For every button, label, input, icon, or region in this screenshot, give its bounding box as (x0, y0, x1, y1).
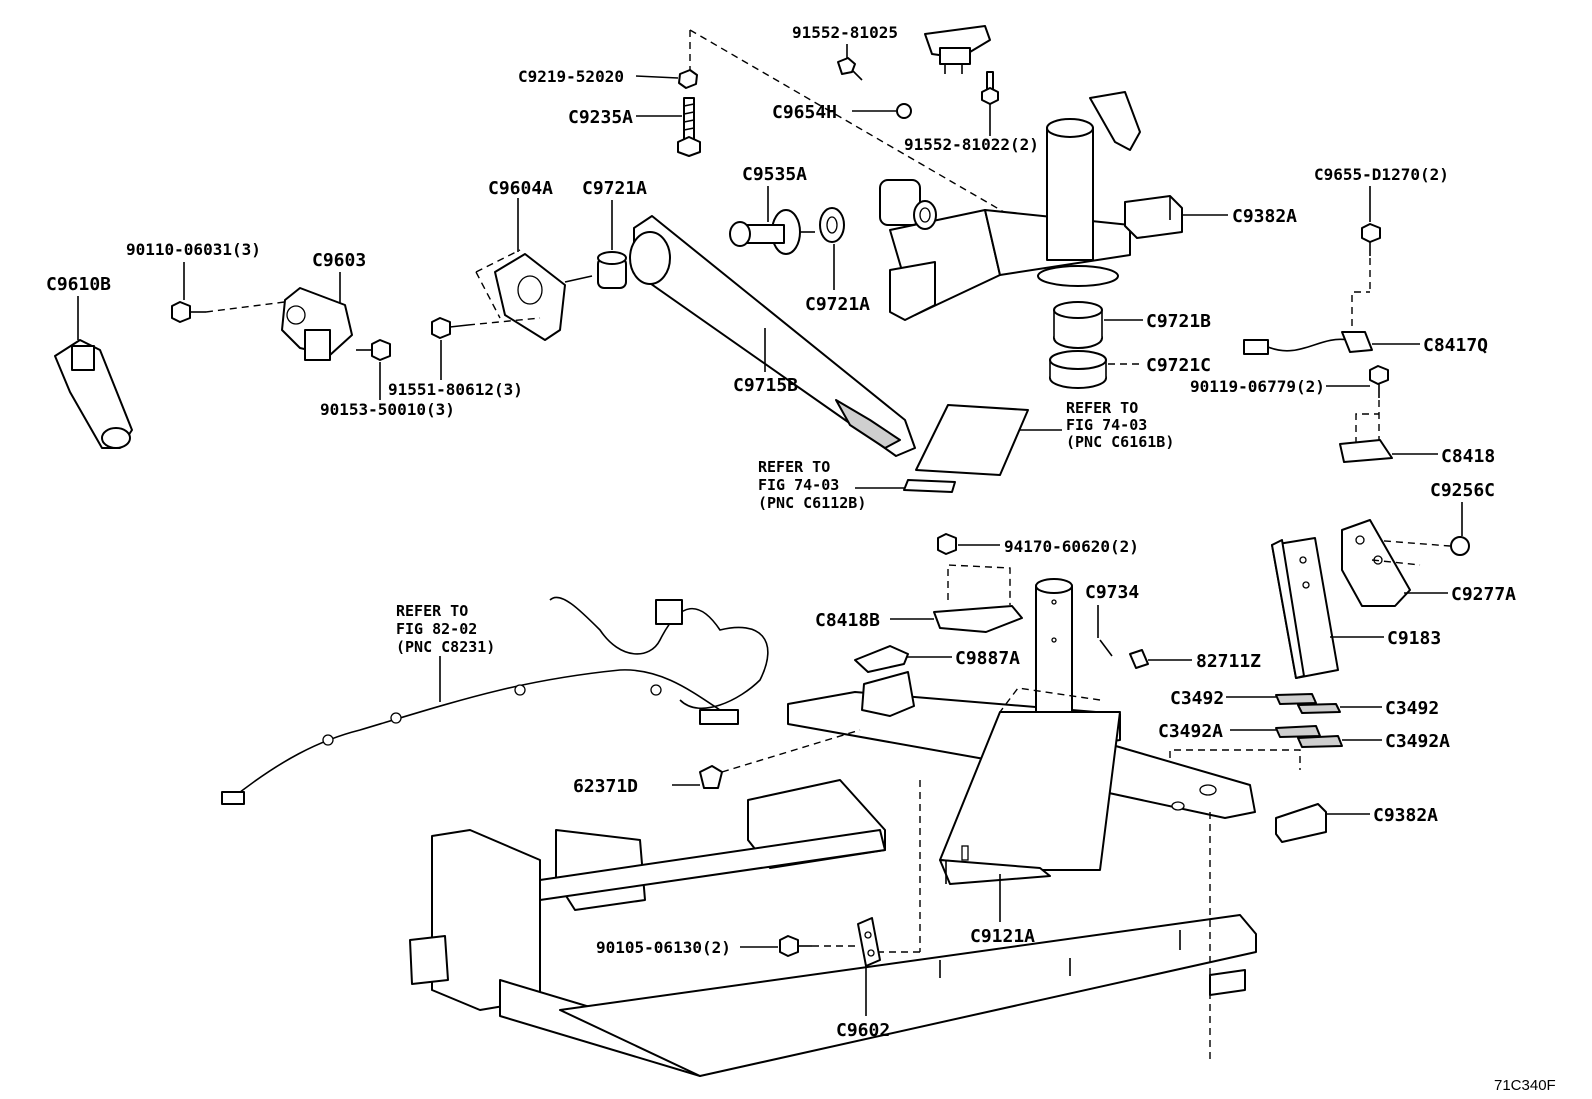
label-62371d[interactable]: 62371D (573, 776, 638, 797)
label-90119-06779[interactable]: 90119-06779(2) (1190, 377, 1325, 396)
label-c9610b[interactable]: C9610B (46, 274, 111, 295)
column-support-bracket[interactable] (879, 179, 1131, 321)
label-c8417q[interactable]: C8417Q (1423, 335, 1488, 356)
pad-c3492a-right[interactable] (1297, 735, 1343, 748)
bracket-c8418b[interactable] (933, 605, 1023, 633)
bracket-top (924, 25, 991, 74)
bracket-c9277a[interactable] (1341, 519, 1411, 607)
label-c3492a-left[interactable]: C3492A (1158, 721, 1223, 742)
label-c9655-d1270[interactable]: C9655-D1270(2) (1314, 165, 1449, 184)
ref-c8231-3: (PNC C8231) (396, 638, 495, 656)
block-c9382a-low[interactable] (1275, 803, 1327, 843)
base-frame-c9121a[interactable] (939, 711, 1121, 885)
label-c9535a[interactable]: C9535A (742, 164, 807, 185)
nut-94170-60620[interactable] (937, 533, 957, 555)
bottom-frame (409, 779, 1257, 1077)
pulley-c9535a[interactable] (729, 209, 815, 255)
actuator-c9603[interactable] (281, 287, 353, 361)
washer-c9654h[interactable] (896, 103, 912, 119)
block-c9382a-top[interactable] (1124, 195, 1183, 239)
pin-c9734[interactable] (1099, 639, 1113, 657)
ref-c8231-2: FIG 82-02 (396, 620, 477, 638)
refer-pad-c6112b (903, 479, 956, 493)
wire-harness[interactable] (221, 596, 769, 805)
label-82711z[interactable]: 82711Z (1196, 651, 1261, 672)
label-c9721b[interactable]: C9721B (1146, 311, 1211, 332)
label-c9654h[interactable]: C9654H (772, 102, 837, 123)
label-90105-06130[interactable]: 90105-06130(2) (596, 938, 731, 957)
ref-c6161b-2: FIG 74-03 (1066, 416, 1147, 434)
post-c9183[interactable] (1271, 537, 1339, 679)
bolt-90110-06031[interactable] (171, 301, 206, 323)
cap-c9256c[interactable] (1450, 536, 1470, 556)
steering-column-tube[interactable] (1037, 118, 1119, 287)
ref-c6161b-3: (PNC C6161B) (1066, 433, 1174, 451)
label-90110-06031[interactable]: 90110-06031(3) (126, 240, 261, 259)
label-c3492-left[interactable]: C3492 (1170, 688, 1224, 709)
label-90153-50010[interactable]: 90153-50010(3) (320, 400, 455, 419)
bracket-clip-top (1089, 91, 1141, 151)
pad-c3492-right[interactable] (1297, 703, 1341, 714)
plate-c9604a[interactable] (494, 253, 593, 341)
screw-91552-81025[interactable] (837, 57, 863, 81)
label-c8418[interactable]: C8418 (1441, 446, 1495, 467)
label-c9603[interactable]: C9603 (312, 250, 366, 271)
label-c9382a-low[interactable]: C9382A (1373, 805, 1438, 826)
label-c9235a[interactable]: C9235A (568, 107, 633, 128)
bolt-90119-06779[interactable] (1369, 365, 1389, 398)
label-c9734[interactable]: C9734 (1085, 582, 1139, 603)
clip-82711z[interactable] (1129, 649, 1149, 669)
label-91552-81022[interactable]: 91552-81022(2) (904, 135, 1039, 154)
label-c8418b[interactable]: C8418B (815, 610, 880, 631)
label-94170-60620[interactable]: 94170-60620(2) (1004, 537, 1139, 556)
label-c9604a[interactable]: C9604A (488, 178, 553, 199)
bolt-90153-50010[interactable] (356, 339, 391, 361)
label-c9721a-low[interactable]: C9721A (805, 294, 870, 315)
screw-c9655-d1270[interactable] (1361, 223, 1381, 256)
ref-c6161b-1: REFER TO (1066, 399, 1138, 417)
label-c9219-52020[interactable]: C9219-52020 (518, 67, 624, 86)
label-c9277a[interactable]: C9277A (1451, 584, 1516, 605)
bushing-c9721a-top[interactable] (597, 251, 627, 289)
label-c3492-right[interactable]: C3492 (1385, 698, 1439, 719)
arm-c9715b[interactable] (629, 215, 916, 457)
ref-c8231-1: REFER TO (396, 602, 468, 620)
cover-c9887a[interactable] (854, 645, 909, 673)
bolt-90105-06130[interactable] (779, 935, 812, 957)
label-c9602[interactable]: C9602 (836, 1020, 890, 1041)
nut-c9219-52020[interactable] (678, 69, 698, 89)
refer-pad-c6161b (915, 404, 1029, 476)
label-c9715b[interactable]: C9715B (733, 375, 798, 396)
motor-c9610b[interactable] (54, 339, 133, 449)
label-91551-80612[interactable]: 91551-80612(3) (388, 380, 523, 399)
bolt-c9235a[interactable] (677, 97, 701, 157)
label-c3492a-right[interactable]: C3492A (1385, 731, 1450, 752)
label-c9721a-top[interactable]: C9721A (582, 178, 647, 199)
cap-c9721c[interactable] (1049, 350, 1107, 389)
screw-91552-81022[interactable] (981, 71, 999, 105)
label-c9382a-top[interactable]: C9382A (1232, 206, 1297, 227)
diagram-code: 71C340F (1494, 1077, 1556, 1094)
bushing-c9721b[interactable] (1053, 301, 1103, 349)
bolt-91551-80612[interactable] (431, 317, 469, 339)
pad-c3492a-left[interactable] (1275, 725, 1321, 738)
label-c9121a[interactable]: C9121A (970, 926, 1035, 947)
plate-c8418[interactable] (1339, 439, 1393, 463)
bracket-c9602[interactable] (857, 917, 881, 967)
label-c9887a[interactable]: C9887A (955, 648, 1020, 669)
label-c9183[interactable]: C9183 (1387, 628, 1441, 649)
sensor-c8417q[interactable] (1243, 331, 1373, 355)
label-c9721c[interactable]: C9721C (1146, 355, 1211, 376)
label-91552-81025[interactable]: 91552-81025 (792, 23, 898, 42)
ref-c6112b-1: REFER TO (758, 458, 830, 476)
ref-c6112b-3: (PNC C6112B) (758, 494, 866, 512)
pad-c3492-left[interactable] (1275, 693, 1317, 705)
label-c9256c[interactable]: C9256C (1430, 480, 1495, 501)
clip-62371d[interactable] (699, 765, 723, 789)
ref-c6112b-2: FIG 74-03 (758, 476, 839, 494)
